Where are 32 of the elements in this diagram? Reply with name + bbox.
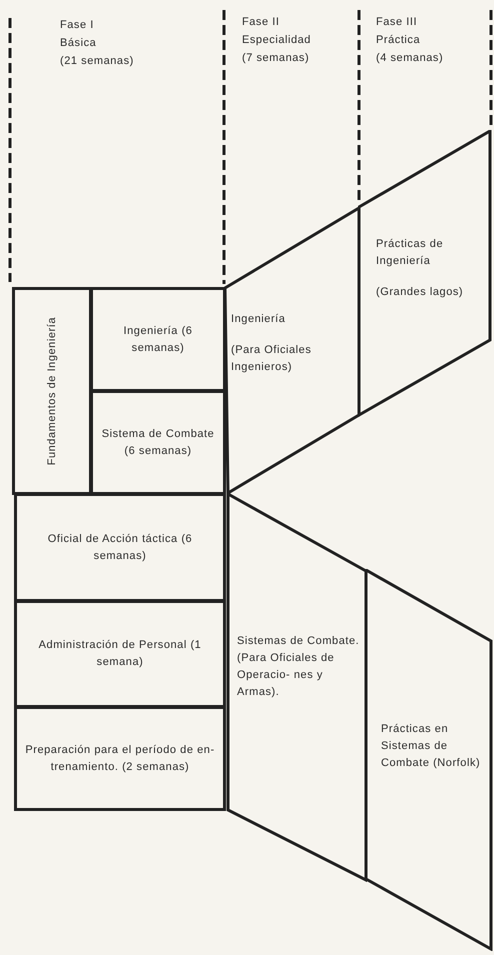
- course-box: [90, 287, 226, 392]
- phase-heading: Especialidad: [242, 35, 311, 46]
- course-trapezoid: [224, 207, 360, 495]
- course-trapezoid: [358, 130, 492, 417]
- course-box: [14, 493, 226, 602]
- phase-heading: Fase I: [60, 20, 94, 31]
- phase-heading: (4 semanas): [376, 53, 444, 64]
- node-text: Fundamentos de Ingeniería: [44, 316, 58, 466]
- node-text: Ingeniería (6 semanas): [122, 324, 194, 356]
- node-text: Prácticas de Ingeniería: [376, 237, 444, 269]
- course-box: [14, 600, 226, 708]
- node-text: Ingeniería: [231, 312, 286, 327]
- course-trapezoid: [365, 569, 493, 951]
- course-box: [14, 706, 226, 811]
- phase-heading: Básica: [60, 38, 96, 49]
- node-text: Oficial de Acción táctica (6 semanas): [46, 532, 194, 564]
- phase-heading: (7 semanas): [242, 53, 310, 64]
- node-text: Sistema de Combate (6 semanas): [101, 426, 215, 458]
- course-box: [90, 390, 226, 495]
- phase-heading: Fase III: [376, 17, 418, 28]
- phase-heading: Práctica: [376, 35, 420, 46]
- course-box: [12, 287, 92, 495]
- node-text: Preparación para el período de en- trenamiento. (2 semanas): [25, 742, 215, 774]
- node-text: (Grandes lagos): [376, 285, 464, 300]
- node-text: Sistemas de Combate.: [237, 634, 360, 649]
- node-text: Administración de Personal (1 semana): [38, 638, 202, 670]
- course-trapezoid: [224, 493, 367, 882]
- phase-heading: Fase II: [242, 17, 280, 28]
- node-text: (Para Oficiales Ingenieros): [231, 343, 312, 375]
- node-text: (Para Oficiales de Operacio- nes y Armas).: [237, 651, 336, 700]
- node-text: Prácticas en Sistemas de Combate (Norfolk): [381, 722, 482, 771]
- phase-heading: (21 semanas): [60, 56, 134, 67]
